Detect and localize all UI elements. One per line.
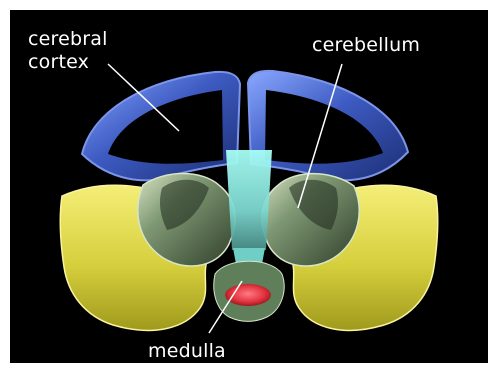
- medulla-shape: [214, 261, 284, 321]
- cerebellum-label: cerebellum: [312, 34, 420, 56]
- image-frame: cerebral cortex cerebellum medulla: [10, 10, 488, 363]
- brainstem-shape: [226, 150, 272, 264]
- medulla-label: medulla: [148, 340, 226, 362]
- cerebral-label-line-1: cerebral: [28, 28, 108, 50]
- cortex-label-line-2: cortex: [28, 51, 89, 73]
